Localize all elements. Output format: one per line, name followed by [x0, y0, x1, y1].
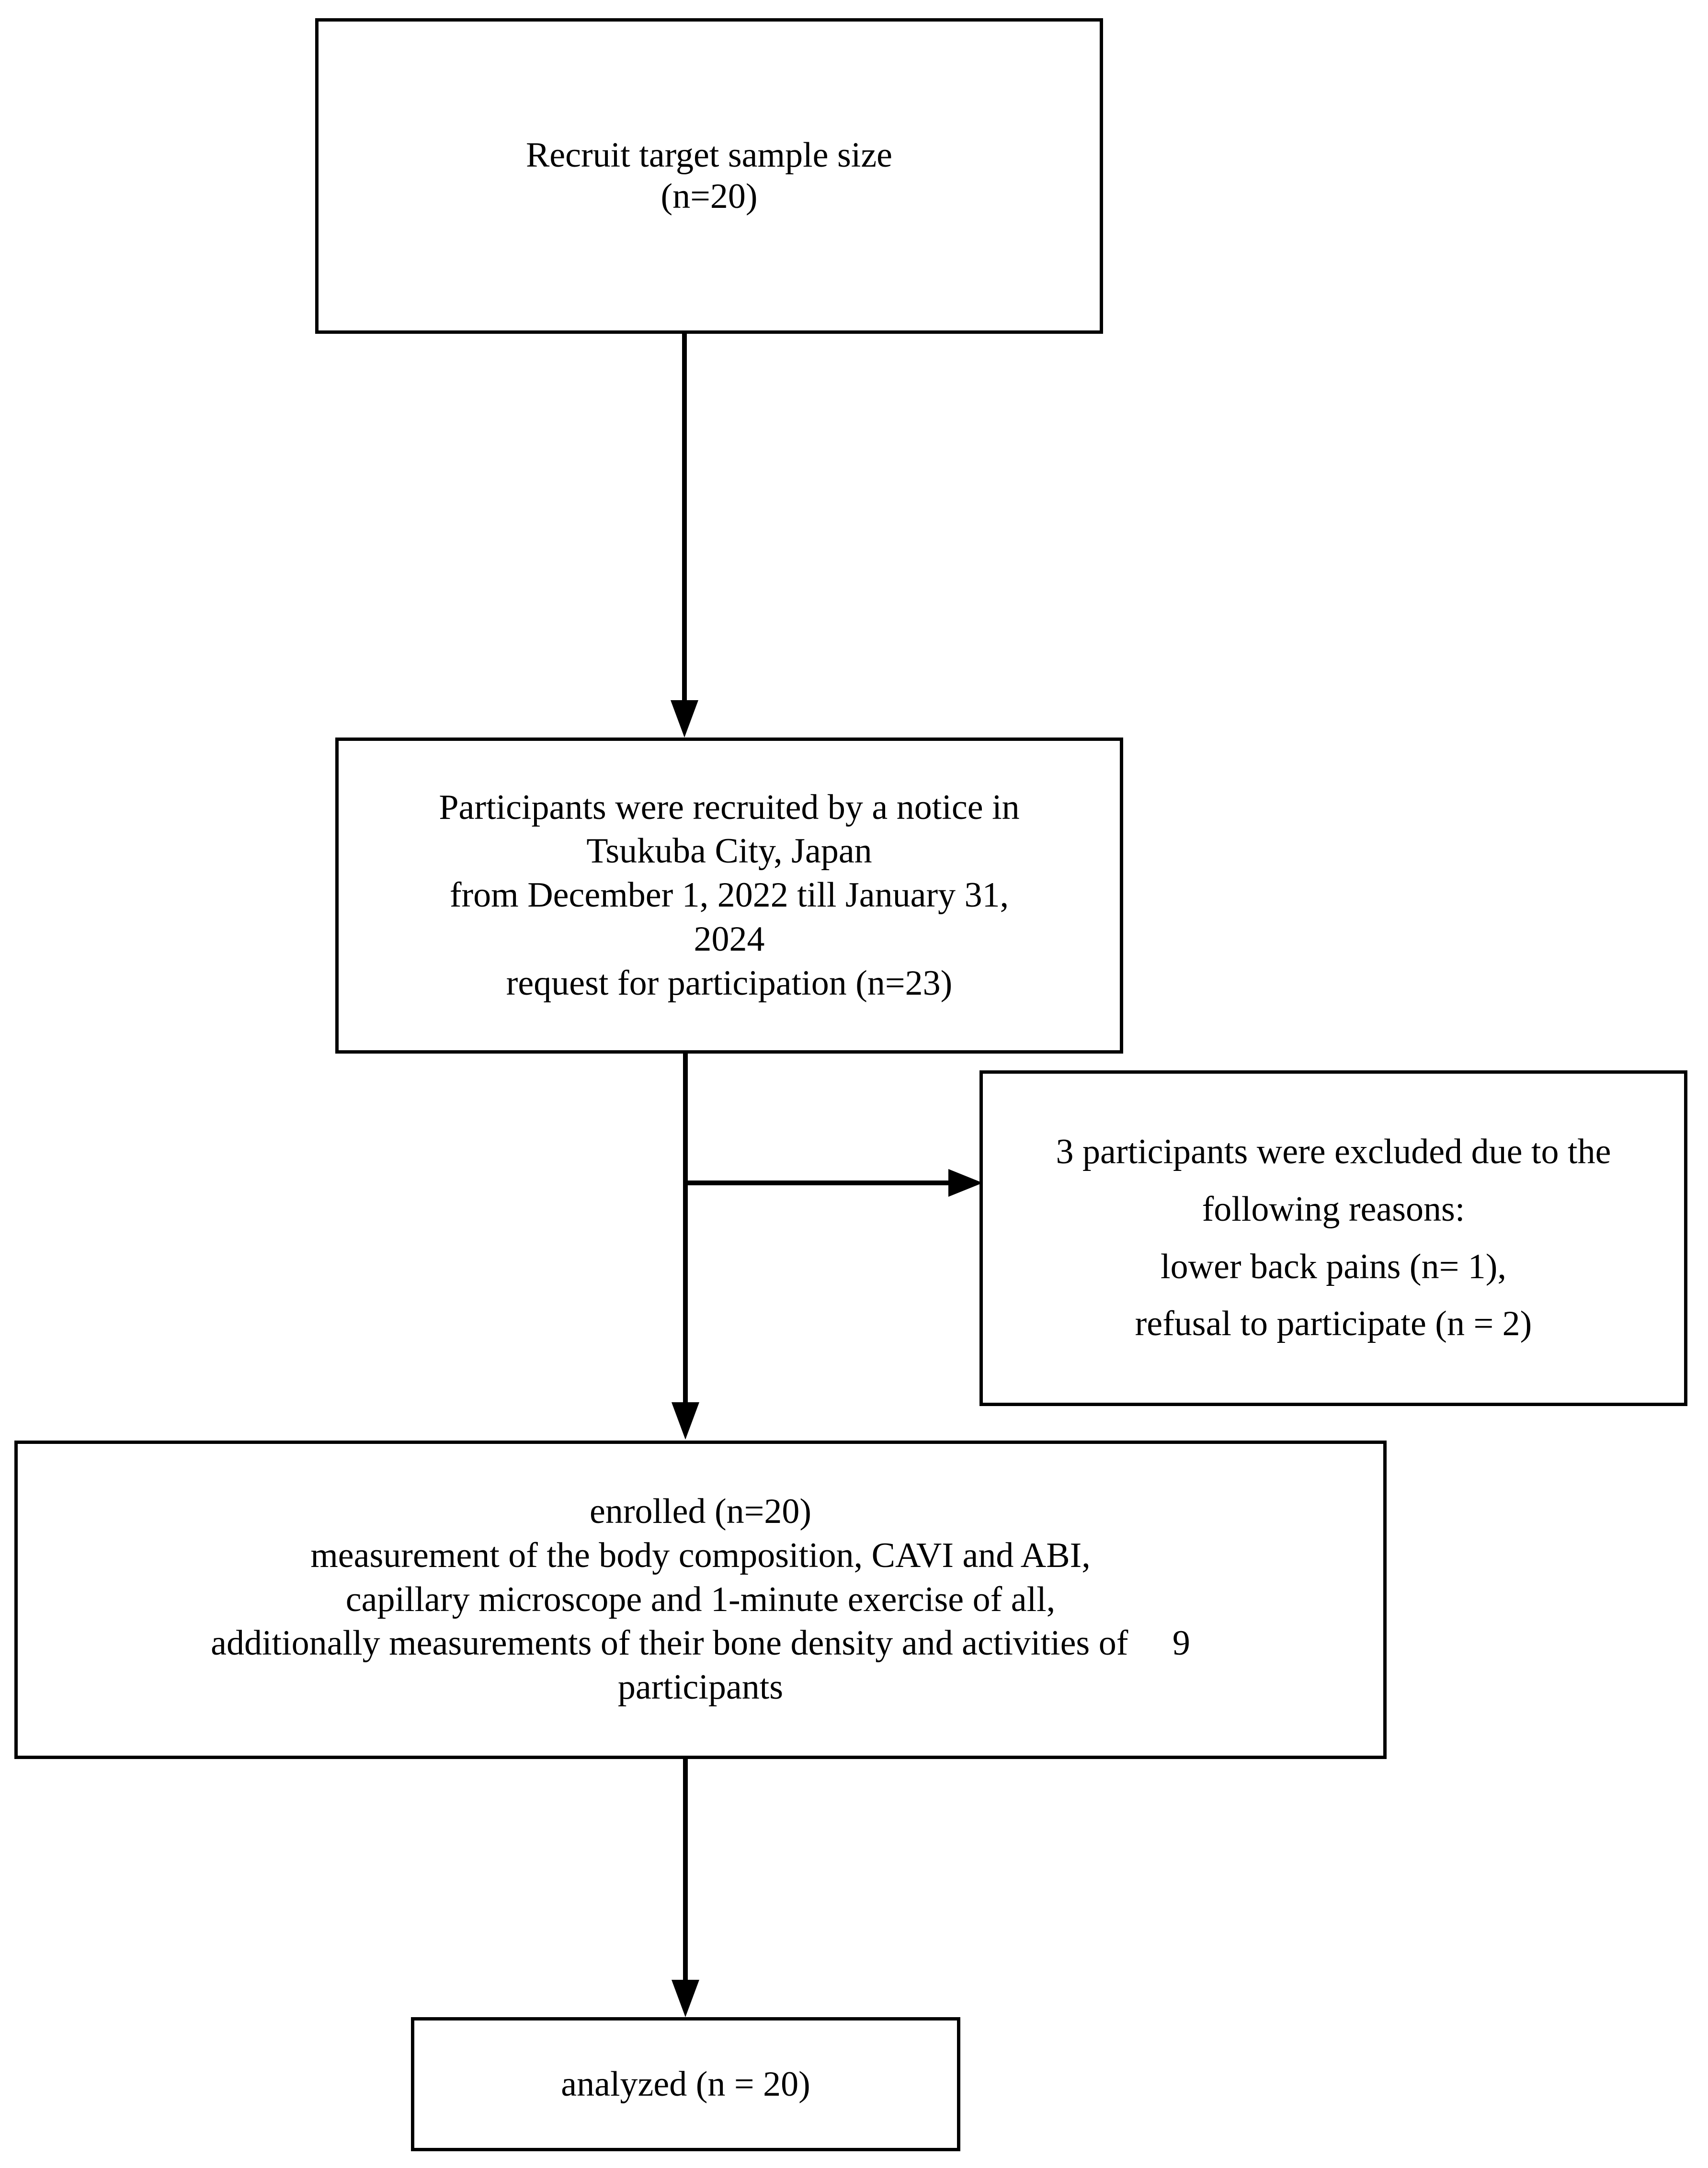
arrow-right-icon: [948, 1169, 983, 1197]
flow-node-enrolled: enrolled (n=20) measurement of the body …: [14, 1441, 1387, 1759]
flow-node-notice: Participants were recruited by a notice …: [335, 738, 1123, 1054]
connector-line: [683, 1054, 688, 1404]
connector-line: [682, 334, 687, 703]
arrow-down-icon: [671, 700, 698, 738]
arrow-down-icon: [672, 1980, 699, 2017]
flow-node-enrolled-label: enrolled (n=20) measurement of the body …: [211, 1492, 1190, 1707]
arrow-down-icon: [672, 1402, 699, 1440]
flow-node-analyzed: analyzed (n = 20): [411, 2017, 960, 2151]
flow-node-notice-label: Participants were recruited by a notice …: [439, 787, 1020, 1003]
connector-line: [683, 1180, 951, 1185]
flow-node-recruit-label: Recruit target sample size (n=20): [525, 135, 893, 216]
connector-line: [683, 1759, 688, 1982]
flow-node-recruit: Recruit target sample size (n=20): [315, 18, 1103, 334]
flow-node-analyzed-label: analyzed (n = 20): [561, 2064, 810, 2104]
flow-node-excluded-label: 3 participants were excluded due to the …: [1056, 1132, 1611, 1344]
flow-node-excluded: 3 participants were excluded due to the …: [979, 1070, 1687, 1406]
